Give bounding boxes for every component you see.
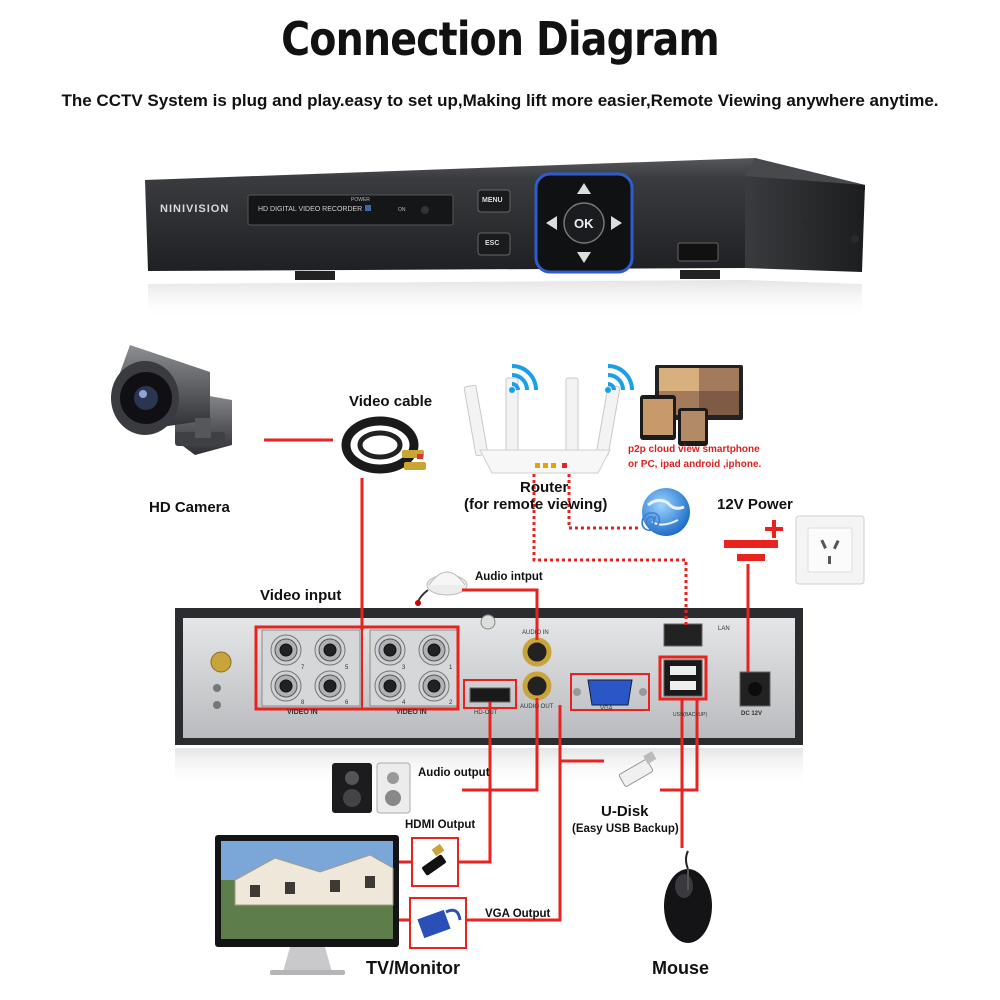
video-cable-graphic [341,416,426,474]
tv-monitor-label: TV/Monitor [366,958,460,978]
vga-port-label: VGA [600,706,613,712]
bnc-connector [270,670,302,702]
mouse-label: Mouse [652,958,710,978]
video-in-label-1: VIDEO IN [287,709,318,716]
vga-output-label: VGA Output [485,908,551,920]
page-title: Connection Diagram [281,12,720,66]
port-number: 8 [301,700,305,706]
bnc-connector [418,634,450,666]
usb-disk-icon [618,751,657,787]
tv-monitor-graphic [215,835,399,975]
wifi-icon [605,364,634,393]
mouse-icon [664,850,712,943]
dvr-esc-button: ESC [485,240,500,247]
connection-lines [254,438,750,922]
port-number: 3 [402,665,406,671]
bnc-connector [374,634,406,666]
cloud-view-line-1: p2p cloud view smartphone [628,444,760,455]
router-label: Router [520,479,569,496]
video-input-label: Video input [260,587,342,604]
dvr-brand-logo: NINIVISION [160,203,230,215]
bnc-connector [374,670,406,702]
port-number: 1 [449,665,453,671]
dvr-ok-button: OK [574,216,594,231]
port-number: 7 [301,665,305,671]
audio-output-label: Audio output [418,767,490,779]
dc-port-label: DC 12V [741,711,763,717]
dvr-power-text: POWER [351,197,370,203]
port-number: 6 [345,700,349,706]
power-label: 12V Power [717,496,793,513]
dvr-front-unit [145,158,865,320]
usb-port-label: USB(BACKUP) [673,712,708,718]
hd-camera-label: HD Camera [149,499,230,516]
vga-cable-icon [409,897,467,949]
internet-globe-icon: @ [640,488,690,536]
port-number: 4 [402,700,406,706]
wifi-icon [509,364,538,393]
audio-in-port-label: AUDIO IN [522,630,549,636]
hdmi-output-label: HDMI Output [405,819,476,831]
udisk-sub-label: (Easy USB Backup) [572,823,679,835]
hdmi-cable-icon [411,837,459,887]
bnc-connector [314,634,346,666]
power-symbol-icon [724,520,783,561]
video-cable-label: Video cable [349,393,433,410]
hd-out-port-label: HD-OUT [474,710,498,716]
cloud-view-text: p2p cloud view smartphone or PC, ipad an… [628,442,761,472]
wall-outlet-icon [795,515,865,585]
cloud-view-line-2: or PC, ipad android ,iphone. [628,459,762,470]
audio-input-mic-graphic [415,571,468,606]
audio-out-port-label: AUDIO OUT [520,704,554,710]
dvr-menu-button: MENU [482,197,503,204]
remote-devices-graphic [640,365,743,446]
port-number: 5 [345,665,349,671]
bnc-connector [314,670,346,702]
udisk-label: U-Disk [601,803,649,820]
bnc-connector [418,670,450,702]
router-graphic [463,364,634,474]
dvr-model-text: HD DIGITAL VIDEO RECORDER [258,206,363,213]
speaker-icon [332,762,411,814]
svg-text:@: @ [640,508,661,533]
page-subtitle: The CCTV System is plug and play.easy to… [61,91,939,110]
video-in-label-2: VIDEO IN [396,709,427,716]
lan-port-label: LAN [718,626,730,632]
port-number: 2 [449,700,453,706]
bnc-connector [270,634,302,666]
bnc-ports [270,634,450,702]
dvr-net-text: ON [398,207,406,213]
audio-input-label: Audio intput [475,571,543,583]
hd-camera-graphic [111,345,232,455]
router-sub-label: (for remote viewing) [464,496,608,513]
